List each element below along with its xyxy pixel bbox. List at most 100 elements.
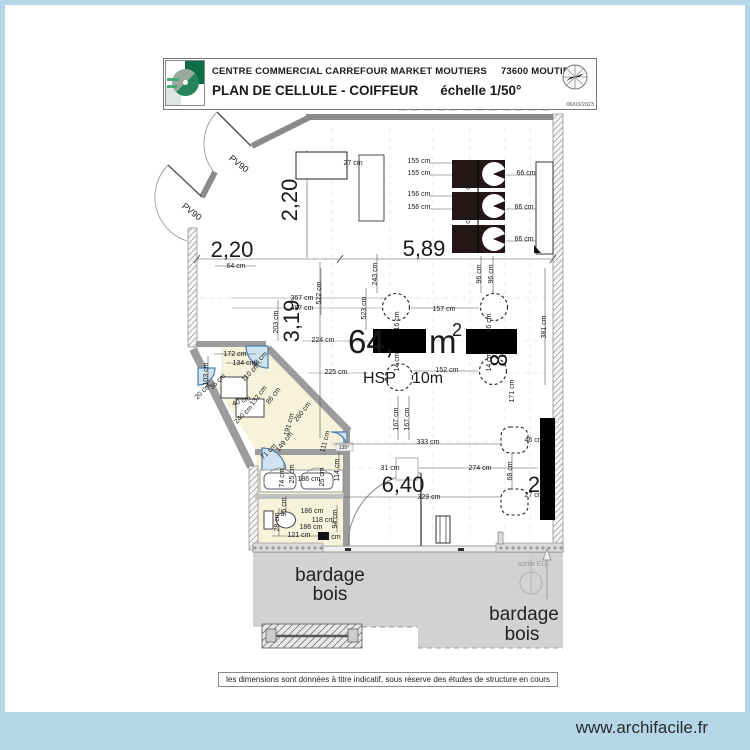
dimension-label: 31 cm [380, 465, 399, 472]
plan-label: 2,20 [211, 237, 254, 262]
plan-label: sortie EU [518, 561, 547, 568]
steel-column [435, 515, 451, 544]
scale-label: échelle 1/50° [440, 83, 522, 98]
chair-icon [482, 162, 505, 186]
dimension-label: 333 cm [417, 439, 440, 446]
footer-note: les dimensions sont données à titre indi… [218, 672, 558, 687]
angle-label-box [335, 442, 354, 452]
dimension-label: 118 cm [312, 517, 335, 524]
dimension-label: 95 cm [281, 497, 288, 516]
frame-border: www.archifacile.fr [0, 712, 750, 750]
dimension-label: 156 cm [408, 191, 431, 198]
furniture [220, 151, 555, 545]
dimension-label: 487 cm [291, 305, 314, 312]
wall-bench [540, 418, 555, 520]
dimension-label: 155 cm [408, 158, 431, 165]
dimension-label: 16 cm [486, 313, 493, 332]
plan-label: bardage [489, 604, 559, 625]
plan-label: 2,20 [277, 179, 302, 222]
plan-date: 06/03/2023 [566, 102, 594, 108]
chair [500, 426, 529, 454]
doors [154, 111, 422, 547]
chair-icon [482, 227, 505, 252]
dimension-label: 135° [339, 445, 349, 451]
frame-border [745, 0, 750, 750]
dimension-label: 27 cm [524, 492, 543, 499]
storage-unit [220, 376, 248, 399]
dimension-label: 121 cm [288, 532, 311, 539]
dimension-label: 9 cm [325, 534, 340, 541]
tall-cabinet [358, 154, 385, 222]
sink [300, 472, 334, 490]
dimension-label: 28 cm [274, 512, 281, 531]
dimension-label: 243 cm [372, 262, 379, 285]
plan-label: 5,89 [403, 236, 446, 261]
plan-label: m [429, 323, 457, 360]
watermark-link[interactable]: www.archifacile.fr [575, 718, 708, 737]
work-table [466, 329, 517, 354]
plan-label: bois [313, 584, 348, 605]
corridor-room [196, 346, 348, 452]
plan-label: HSP [363, 370, 396, 387]
dimension-label: 167 cm [393, 407, 400, 430]
exterior-cladding-zone [253, 552, 563, 649]
dimension-label: 186 cm [300, 524, 323, 531]
dimension-label: 522 cm [316, 281, 323, 304]
plan-label: 3,19 [279, 300, 304, 343]
dimension-label: 46 cm [524, 437, 543, 444]
dimension-label: 68 cm [507, 461, 514, 480]
washbasin-counter [259, 467, 344, 493]
plan-label: bardage [295, 565, 365, 586]
styling-stations [452, 160, 505, 253]
door-pv90-upper [203, 111, 252, 173]
dimension-label: 16 cm [394, 311, 401, 330]
chair [381, 292, 411, 322]
dimension-label: 25 cm [289, 464, 296, 483]
dimension-label: 25 cm [319, 467, 326, 486]
dimension-label: 171 cm [509, 379, 516, 402]
chair-icon [482, 194, 505, 219]
dimension-label: 156 cm [408, 204, 431, 211]
plan-label: 2 [528, 472, 540, 497]
compass-rose-icon [562, 64, 588, 90]
dimension-label: 14 cm [486, 352, 493, 371]
dimension-label: 367 cm [291, 295, 314, 302]
plan-label: 2 [452, 320, 462, 340]
dimension-label: 224 cm [312, 337, 335, 344]
sink [263, 472, 297, 490]
dimension-label: 274 cm [469, 465, 492, 472]
titles: CENTRE COMMERCIAL CARREFOUR MARKET MOUTI… [212, 59, 596, 98]
toilet [263, 510, 296, 530]
wall-left [187, 227, 198, 348]
dimension-label: 152 cm [436, 367, 459, 374]
dimension-label: 172 cm [224, 351, 247, 358]
dimension-label: 186 cm [301, 508, 324, 515]
wall-top [306, 114, 555, 120]
plan-label: PV90 [227, 153, 251, 174]
chair [479, 292, 509, 322]
wall-shelf [535, 161, 554, 255]
dimension-label: 114 cm [334, 459, 341, 482]
dimension-label: 186 cm [298, 476, 321, 483]
chair [478, 356, 508, 386]
interior-door-arcs [197, 345, 348, 473]
pillar [395, 457, 419, 481]
dimension-label: 66 cm [516, 170, 535, 177]
dimension-label: 155 cm [408, 170, 431, 177]
sortie-eu-annotation [519, 547, 552, 599]
dimension-label: 74 cm [279, 468, 286, 487]
reception-desk [295, 151, 348, 180]
project-title: CENTRE COMMERCIAL CARREFOUR MARKET MOUTI… [212, 66, 583, 77]
dimension-label: 14 cm [394, 352, 401, 371]
archifacile-logo-icon [165, 60, 205, 106]
storage-unit [235, 398, 265, 418]
dimension-label: 225 cm [325, 369, 348, 376]
plan-label: 8 [486, 353, 513, 366]
chair [384, 362, 414, 392]
dimension-label: 329 cm [418, 494, 441, 501]
plan-label: 64, [348, 323, 394, 360]
plan-label: bois [505, 624, 540, 645]
work-table [373, 329, 426, 353]
dimension-label: 167 cm [404, 407, 411, 430]
